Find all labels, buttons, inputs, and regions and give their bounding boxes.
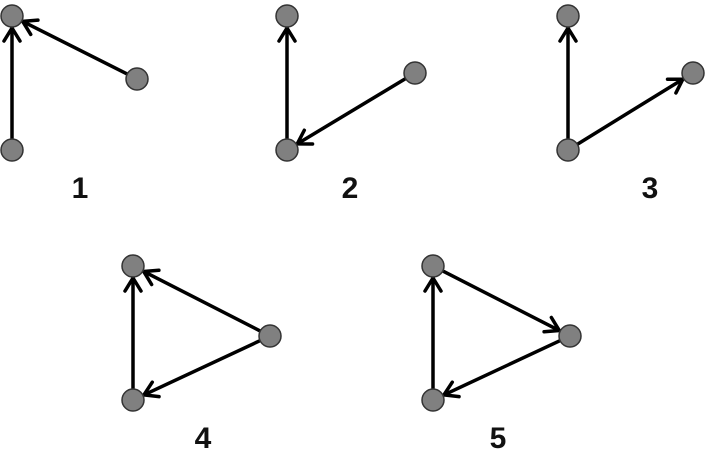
node-B <box>121 254 145 278</box>
edge-C-B <box>20 18 129 76</box>
edge-C-A <box>442 339 561 399</box>
arrowhead <box>665 77 685 95</box>
graph-3: 3 <box>556 4 705 205</box>
edge-line <box>441 269 562 333</box>
arrowhead <box>277 26 297 43</box>
graph-2: 2 <box>275 4 427 205</box>
graph-label-4: 4 <box>195 422 212 453</box>
edge-line <box>142 339 261 397</box>
edge-A-B <box>558 26 578 140</box>
node-B <box>275 4 299 28</box>
arrowhead <box>442 380 461 399</box>
node-A <box>0 138 24 162</box>
node-A <box>275 138 299 162</box>
edge-line <box>576 77 685 146</box>
edge-line <box>141 269 262 333</box>
graph-label-2: 2 <box>342 172 359 205</box>
edge-line <box>295 77 407 146</box>
arrowhead <box>423 276 443 293</box>
node-C <box>558 324 582 348</box>
edge-line <box>20 19 129 76</box>
edge-A-B <box>2 26 22 140</box>
node-B <box>421 254 445 278</box>
node-B <box>556 4 580 28</box>
edge-B-C <box>441 269 562 334</box>
arrowhead <box>141 268 161 287</box>
graph-1: 1 <box>0 4 149 205</box>
node-C <box>681 61 705 85</box>
arrowhead <box>295 128 315 146</box>
node-A <box>556 138 580 162</box>
node-C <box>125 67 149 91</box>
arrowhead <box>142 380 161 399</box>
arrowhead <box>542 315 562 334</box>
edge-A-B <box>423 276 443 390</box>
arrowhead <box>558 26 578 43</box>
edge-line <box>442 339 561 397</box>
node-B <box>0 4 24 28</box>
graph-label-1: 1 <box>72 172 89 205</box>
graph-4: 4 <box>121 254 282 453</box>
graph-5: 5 <box>421 254 582 453</box>
graph-label-3: 3 <box>642 172 659 205</box>
edge-C-A <box>142 339 261 399</box>
arrowhead <box>20 18 40 37</box>
edge-C-B <box>141 268 262 333</box>
node-A <box>421 388 445 412</box>
node-C <box>403 61 427 85</box>
arrowhead <box>2 26 22 43</box>
graph-label-5: 5 <box>490 422 507 453</box>
edge-A-C <box>576 77 685 146</box>
edge-A-B <box>123 276 143 390</box>
node-A <box>121 388 145 412</box>
edge-A-B <box>277 26 297 140</box>
edge-C-A <box>295 77 407 146</box>
arrowhead <box>123 276 143 293</box>
node-C <box>258 324 282 348</box>
